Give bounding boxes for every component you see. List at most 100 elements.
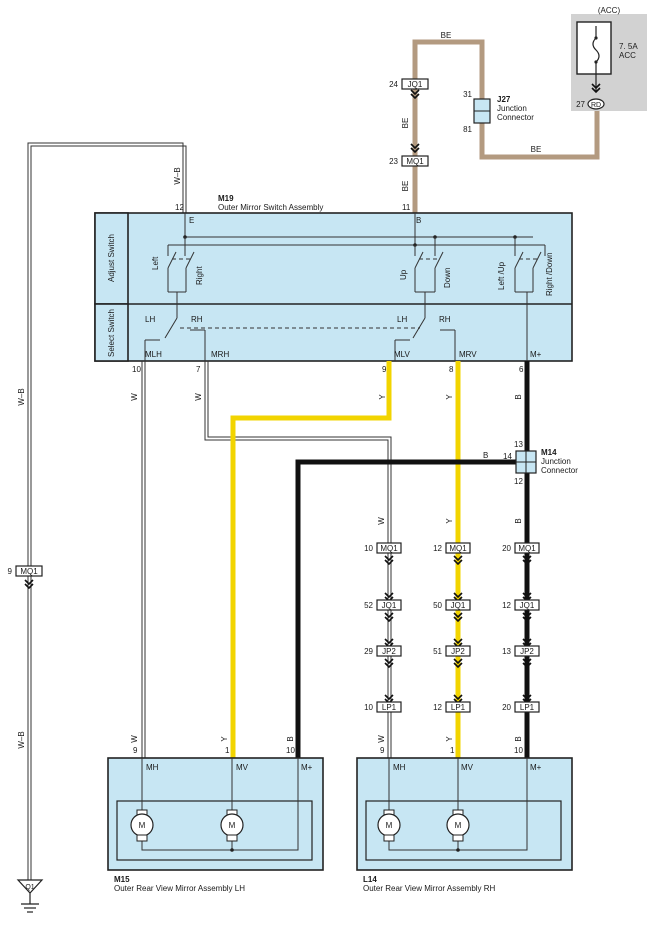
pin-mrh: 7 [196,365,201,374]
motor-lh-horizontal: M [130,809,154,842]
fuse-acc-label: (ACC) [598,6,621,15]
connector-name: JQ1 [520,601,535,610]
svg-text:23: 23 [389,157,398,166]
connector-name: MQ1 [449,544,467,553]
svg-text:MH: MH [146,763,159,772]
motor-lh-vertical: M [220,809,244,842]
connector-pin: 51 [433,647,442,656]
fuse-terminal-bottom [594,60,598,64]
out-mrv: MRV [459,350,477,359]
svg-text:M19: M19 [218,194,234,203]
switch-label-left: Left [151,256,160,270]
wire-label-wb-top: W–B [173,167,182,184]
select-switch-label: Select Switch [107,309,116,357]
svg-text:9: 9 [133,746,138,755]
svg-text:Outer Rear View Mirror Assembl: Outer Rear View Mirror Assembly LH [114,884,245,893]
svg-text:Outer Mirror Switch Assembly: Outer Mirror Switch Assembly [218,203,323,212]
label-y1: Y [378,394,387,400]
svg-text:M: M [229,821,236,830]
fuse-rating: 7. 5A [619,42,638,51]
wire-label-wb-mid: W–B [17,388,26,405]
out-mplus: M+ [530,350,542,359]
select-switch-tab [94,303,129,362]
inline-connector-jq1-b: JQ1 12 [502,592,540,622]
svg-text:JQ1: JQ1 [408,80,423,89]
connector-pin: 50 [433,601,442,610]
svg-text:24: 24 [389,80,398,89]
connector-name: LP1 [520,703,535,712]
junction-connector-m14: 13 14 12 M14 Junction Connector [503,440,578,486]
svg-text:Outer Rear View Mirror Assembl: Outer Rear View Mirror Assembly RH [363,884,496,893]
connector-pin: 20 [502,544,511,553]
svg-text:B: B [514,736,523,741]
pin-mlh: 10 [132,365,141,374]
svg-text:M14: M14 [541,448,557,457]
connector-pin: 29 [364,647,373,656]
inline-connector-mq1-y: MQ1 12 [433,542,471,565]
inline-connector-lp1-y: LP1 12 [433,694,471,713]
label-b2: B [483,451,488,460]
label-y3: Y [445,518,454,524]
connector-mq1-beige: MQ1 23 [389,143,429,167]
wb-wire-inner [30,145,187,880]
svg-text:10: 10 [514,746,523,755]
svg-text:9: 9 [380,746,385,755]
svg-text:Y: Y [220,736,229,742]
label-w1: W [130,393,139,401]
connector-name: JP2 [451,647,465,656]
svg-text:M: M [455,821,462,830]
fuse-connector-rd [587,98,605,110]
inline-connector-jp2-y: JP2 51 [433,638,471,668]
wire-b-mplus-lh [295,459,520,758]
connector-name: JP2 [520,647,534,656]
connector-jq1-beige: JQ1 24 [389,78,429,99]
beige-wire-power [412,39,600,213]
svg-text:Junction: Junction [541,457,571,466]
svg-text:J27: J27 [497,95,511,104]
switch-label-right: Right [195,266,204,285]
svg-text:MV: MV [461,763,474,772]
svg-text:Connector: Connector [541,466,578,475]
svg-text:M+: M+ [301,763,313,772]
svg-text:31: 31 [463,90,472,99]
pin-mrv: 8 [449,365,454,374]
svg-text:13: 13 [514,440,523,449]
m15-body [107,757,324,871]
connector-pin: 12 [433,544,442,553]
connector-pin: 12 [433,703,442,712]
select-lh-right: LH [397,315,407,324]
select-lh-left: LH [145,315,155,324]
connector-pin: 52 [364,601,373,610]
wire-y-mv-lh [230,361,392,758]
svg-text:M15: M15 [114,875,130,884]
svg-text:W: W [130,735,139,743]
wb-wire-outer [27,142,184,880]
wire-label-be-low: BE [401,181,410,192]
svg-text:MH: MH [393,763,406,772]
svg-text:Connector: Connector [497,113,534,122]
svg-text:1: 1 [225,746,230,755]
svg-text:M: M [139,821,146,830]
ground-q1-triangle [16,879,44,894]
svg-text:B: B [416,216,421,225]
label-y2: Y [445,394,454,400]
connector-pin: 12 [502,601,511,610]
connector-name: LP1 [451,703,466,712]
m19-body [94,212,573,362]
svg-text:MQ1: MQ1 [406,157,424,166]
fuse-terminal-top [594,36,598,40]
motor-rh-horizontal: M [377,809,401,842]
svg-text:81: 81 [463,125,472,134]
wire-label-be-mid: BE [401,118,410,129]
svg-text:MQ1: MQ1 [20,567,38,576]
svg-text:M: M [386,821,393,830]
svg-text:M+: M+ [530,763,542,772]
